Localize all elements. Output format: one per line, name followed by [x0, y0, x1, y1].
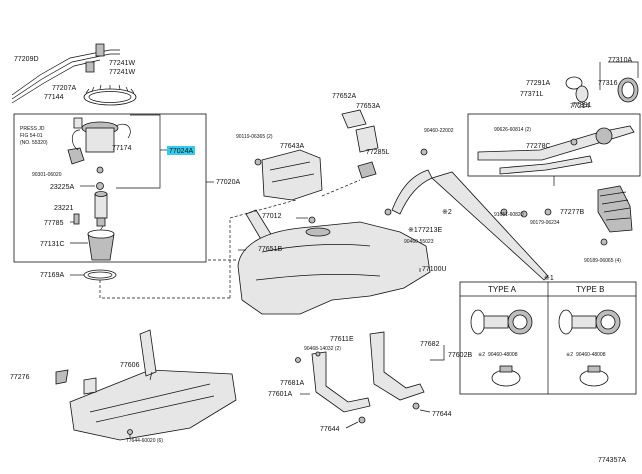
label-77644-a: 77644	[432, 411, 452, 418]
label-90460-d: 90460-48008	[576, 352, 606, 358]
label-90301: 90301-06020	[32, 172, 62, 178]
type-table	[459, 281, 637, 395]
label-77241W-a: 77241W	[109, 60, 135, 67]
label-77214: 77214	[570, 103, 590, 110]
label-23221: 23221	[54, 205, 74, 212]
label-77100U: 77100U	[422, 266, 447, 273]
label-77213E: 77213E	[418, 227, 442, 234]
fuel-tank-group	[208, 109, 549, 315]
label-77285L: 77285L	[366, 149, 389, 156]
label-77209D: 77209D	[14, 56, 39, 63]
label-77278C: 77278C	[526, 143, 551, 150]
label-77144: 77144	[44, 94, 64, 101]
label-77371L: 77371L	[520, 91, 543, 98]
label-77611E: 77611E	[330, 336, 354, 343]
label-77024A[interactable]: 77024A	[169, 148, 193, 155]
label-90460-b: 90460-55023	[404, 239, 434, 245]
label-23225A: 23225A	[50, 184, 74, 191]
label-77207A: 77207A	[52, 85, 76, 92]
label-90119-a: 90119-06365 (2)	[236, 134, 273, 140]
label-91651: 91651-60820	[494, 212, 524, 218]
label-77602B: 77602B	[448, 352, 472, 359]
filler-group	[467, 61, 641, 246]
highlight-77024A	[167, 146, 195, 155]
mark-1: ※1	[544, 275, 554, 282]
label-77316: 77316	[598, 80, 618, 87]
label-90626: 90626-60814 (2)	[494, 127, 531, 133]
type-a-header: TYPE A	[488, 285, 517, 294]
label-90460-c: 90460-48008	[488, 352, 518, 358]
label-77682: 77682	[420, 341, 440, 348]
note-fig: FIG 54-01	[20, 133, 43, 139]
label-90468: 90468-14032 (2)	[304, 346, 341, 352]
label-77391: 77391	[572, 102, 592, 109]
label-90460-a: 90460-22002	[424, 128, 454, 134]
label-90179: 90179-06234	[530, 220, 560, 226]
fuel-pump-group	[11, 43, 230, 299]
label-77020A: 77020A	[216, 179, 240, 186]
label-77643A: 77643A	[280, 143, 304, 150]
type-b-header: TYPE B	[576, 285, 604, 294]
label-77681A: 77681A	[280, 380, 304, 387]
label-77653A: 77653A	[356, 103, 380, 110]
label-77601A: 77601A	[268, 391, 292, 398]
label-77652A: 77652A	[332, 93, 356, 100]
label-77131C: 77131C	[40, 241, 65, 248]
label-77291A: 77291A	[526, 80, 550, 87]
label-77276: 77276	[10, 374, 30, 381]
label-77174: 77174	[112, 145, 132, 152]
note-no: (NO. 55320)	[20, 140, 48, 146]
label-77310A: 77310A	[608, 57, 632, 64]
label-77785: 77785	[44, 220, 64, 227]
note-press: PRESS JD	[20, 126, 45, 132]
mark-2: ※2	[442, 209, 452, 216]
label-77241W-b: 77241W	[109, 69, 135, 76]
label-77213E-mark: ※1	[408, 227, 418, 234]
skid-plate-group	[55, 329, 445, 441]
label-77644-b: 77644	[320, 426, 340, 433]
label-77606: 77606	[120, 362, 140, 369]
label-77277B: 77277B	[560, 209, 584, 216]
diagram-id: 774357A	[598, 457, 626, 464]
label-77644-6: 77644-60020 (6)	[126, 438, 163, 444]
label-77651B: 77651B	[258, 246, 282, 253]
label-77012: 77012	[262, 213, 282, 220]
mark-2-b: ※2	[566, 352, 573, 358]
label-90189: 90189-06065 (4)	[584, 258, 621, 264]
label-77169A: 77169A	[40, 272, 64, 279]
mark-2-a: ※2	[478, 352, 485, 358]
